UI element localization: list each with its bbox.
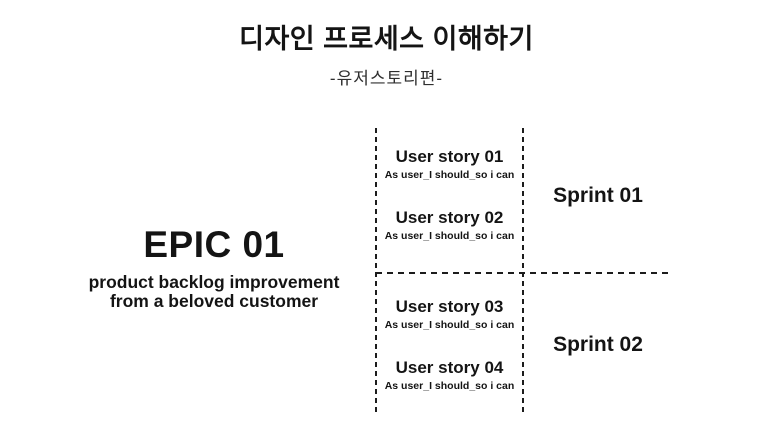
dashed-divider-vertical-left	[375, 128, 377, 413]
user-story-01: User story 01 As user_I should_so i can	[376, 146, 523, 182]
dashed-divider-vertical-right	[522, 128, 524, 413]
user-story-04-title: User story 04	[395, 358, 504, 377]
user-story-02: User story 02 As user_I should_so i can	[376, 207, 523, 243]
dashed-divider-horizontal	[376, 272, 668, 274]
epic-description-line1: product backlog improvement	[88, 272, 340, 292]
sprint-02-label: Sprint 02	[553, 333, 643, 356]
epic-block: EPIC 01 product backlog improvement from…	[40, 226, 388, 311]
epic-description-line2: from a beloved customer	[109, 291, 319, 311]
header: 디자인 프로세스 이해하기 -유저스토리편-	[0, 17, 773, 89]
user-story-02-title: User story 02	[395, 208, 504, 227]
user-story-04-subtitle: As user_I should_so i can	[384, 380, 515, 392]
user-story-01-subtitle: As user_I should_so i can	[384, 169, 515, 181]
epic-description: product backlog improvement from a belov…	[40, 273, 388, 311]
page-subtitle: -유저스토리편-	[329, 69, 444, 88]
user-story-03-title: User story 03	[395, 297, 504, 316]
user-story-03: User story 03 As user_I should_so i can	[376, 296, 523, 332]
page-title: 디자인 프로세스 이해하기	[239, 24, 534, 54]
user-story-02-subtitle: As user_I should_so i can	[384, 230, 515, 242]
user-story-01-title: User story 01	[395, 147, 504, 166]
sprint-01-label: Sprint 01	[553, 184, 643, 207]
user-story-03-subtitle: As user_I should_so i can	[384, 319, 515, 331]
user-story-04: User story 04 As user_I should_so i can	[376, 357, 523, 393]
epic-title: EPIC 01	[143, 224, 285, 265]
